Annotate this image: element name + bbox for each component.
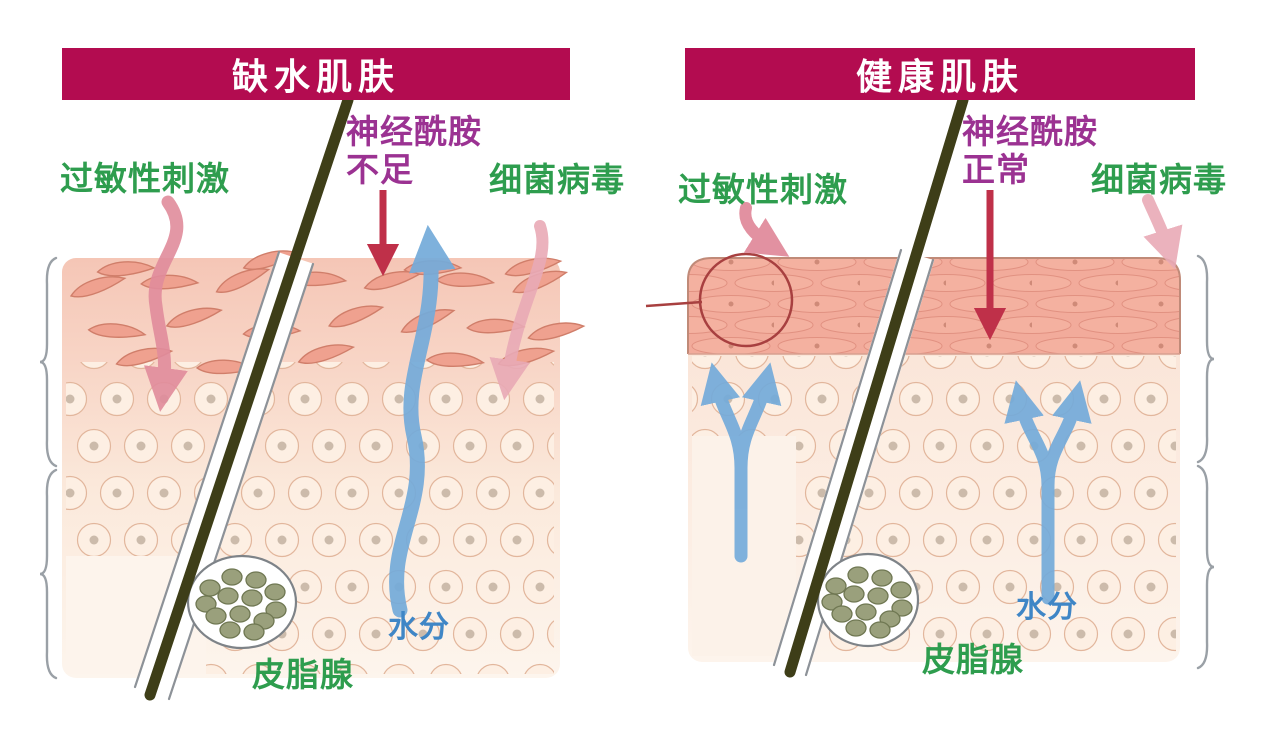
left-skin-edge-bracket bbox=[39, 468, 58, 680]
left-allergen-arrow-icon bbox=[143, 195, 188, 412]
right-allergen-label: 过敏性刺激 bbox=[678, 171, 848, 208]
left-allergen-label: 过敏性刺激 bbox=[60, 160, 230, 197]
right-panel-title: 健康肌肤 bbox=[855, 56, 1024, 97]
moisture-escape-arrow-icon bbox=[389, 224, 456, 618]
right-panel-title-banner: 健康肌肤 bbox=[685, 48, 1195, 100]
left-skin-edge-bracket bbox=[39, 256, 58, 468]
right-bacteria-label: 细菌病毒 bbox=[1091, 161, 1227, 198]
right-sebaceous-gland-icon bbox=[816, 552, 920, 648]
moisture-retained-arrow-icon bbox=[1004, 380, 1092, 605]
left-hair-icon bbox=[144, 94, 354, 701]
left-skin-cross-section bbox=[39, 94, 586, 701]
right-moisture-label: 水分 bbox=[1016, 591, 1078, 624]
left-ceramide-line1: 神经酰胺 bbox=[346, 113, 482, 150]
right-skin-edge-bracket bbox=[1196, 254, 1215, 464]
right-allergen-arrow-icon bbox=[739, 202, 790, 257]
left-panel-title: 缺水肌肤 bbox=[231, 56, 400, 97]
right-ceramide-line2: 正常 bbox=[962, 150, 1030, 188]
left-ceramide-label: 神经酰胺 不足 bbox=[346, 113, 482, 189]
moisture-retained-arrow-icon bbox=[700, 362, 782, 563]
right-skin-cross-section bbox=[645, 94, 1215, 678]
right-skin-edge-bracket bbox=[1196, 464, 1215, 670]
intact-stratum-corneum bbox=[687, 257, 1181, 355]
right-sebaceous-gland-label: 皮脂腺 bbox=[922, 641, 1024, 678]
left-bacteria-label: 细菌病毒 bbox=[489, 161, 625, 198]
right-ceramide-label: 神经酰胺 正常 bbox=[962, 113, 1098, 189]
left-ceramide-line2: 不足 bbox=[346, 150, 414, 188]
left-panel-title-banner: 缺水肌肤 bbox=[62, 48, 570, 100]
right-hair-icon bbox=[784, 94, 969, 678]
left-bacteria-arrow-icon bbox=[489, 220, 549, 401]
right-ceramide-line1: 神经酰胺 bbox=[962, 113, 1098, 150]
left-sebaceous-gland-label: 皮脂腺 bbox=[252, 656, 354, 693]
right-bacteria-arrow-icon bbox=[1142, 194, 1183, 270]
left-moisture-label: 水分 bbox=[388, 611, 450, 644]
left-sebaceous-gland-icon bbox=[186, 554, 298, 650]
